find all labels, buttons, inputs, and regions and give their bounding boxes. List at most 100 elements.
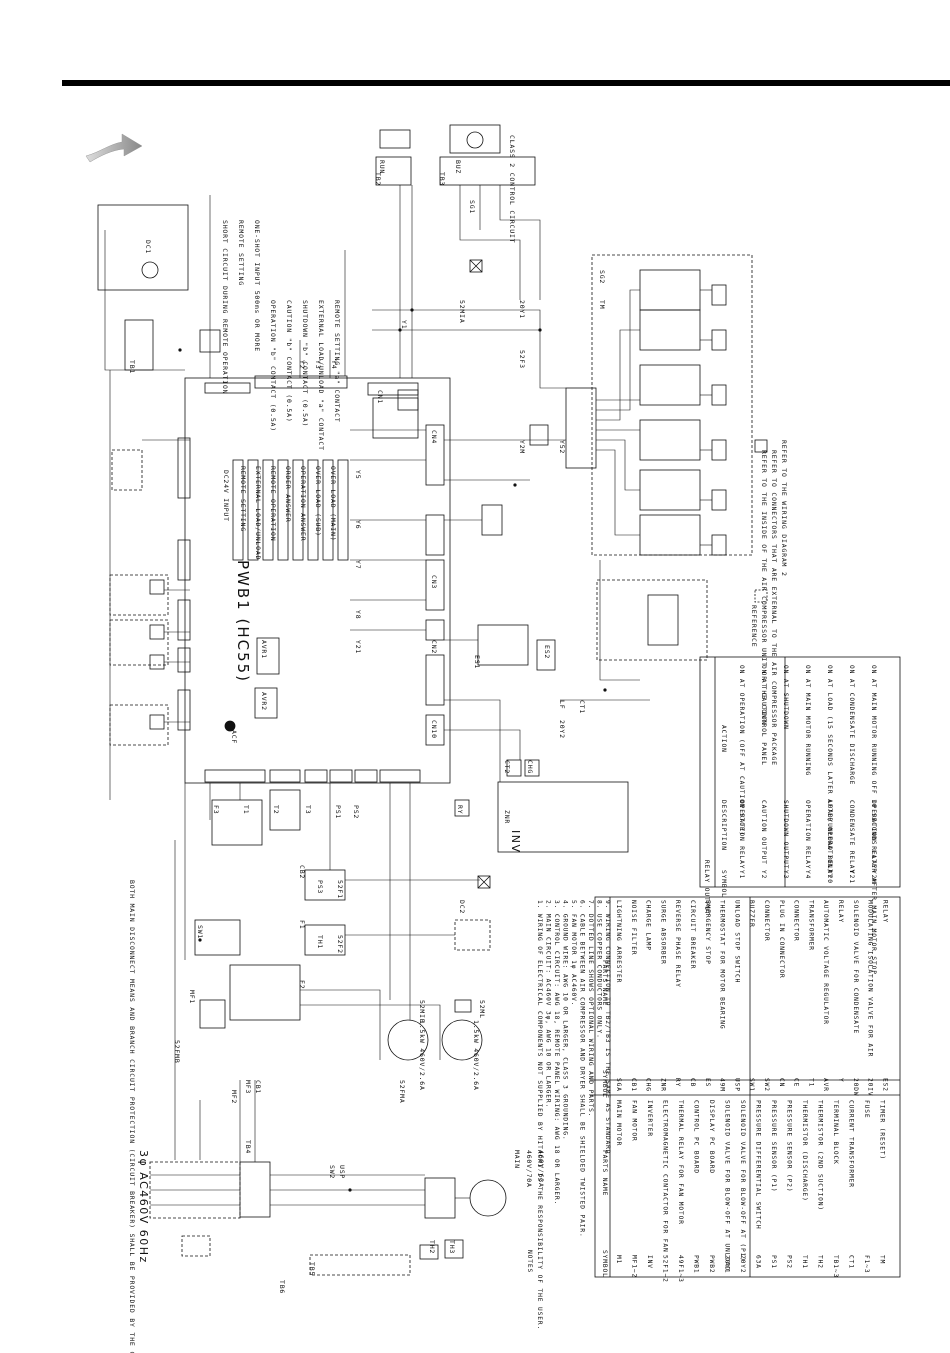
part-symbol: 20Y2 bbox=[739, 1255, 746, 1274]
component-label: Y2 bbox=[298, 360, 306, 369]
remote-note: REMOTE SETTING "a" CONTACT bbox=[333, 300, 341, 423]
part-symbol: 49M bbox=[719, 1078, 726, 1092]
part-symbol: T1 bbox=[807, 1078, 814, 1087]
board-name: PWB1 (HC55) bbox=[234, 560, 252, 683]
component-label: MF1 bbox=[188, 990, 196, 1004]
part-symbol: PWB1 bbox=[693, 1255, 700, 1274]
component-label: MF2 bbox=[230, 1090, 238, 1104]
component-label: CHG bbox=[526, 760, 534, 774]
board-input-label: DC24V INPUT bbox=[222, 470, 230, 522]
relay-table-header: ACTION bbox=[720, 725, 727, 753]
component-label: TH1 bbox=[316, 935, 324, 949]
part-name: MODULATING ISOLATION VALVE FOR AIR bbox=[867, 900, 874, 1057]
part-symbol: AVR bbox=[822, 1078, 829, 1092]
note-item: 1. WIRING OF ELECTRICAL COMPONENTS NOT S… bbox=[536, 900, 543, 1330]
component-label: PS3 bbox=[316, 880, 324, 894]
breaker-note: BOTH MAIN DISCONNECT MEANS AND BRANCH CI… bbox=[128, 880, 136, 1353]
part-symbol: CB bbox=[689, 1078, 696, 1087]
component-label: Y2M bbox=[518, 440, 526, 454]
part-symbol: M1 bbox=[615, 1255, 622, 1264]
component-label: Y3 bbox=[314, 360, 322, 369]
component-label: TB4 bbox=[244, 1140, 252, 1154]
relay-action: ON AT OPERATION (OFF AT CAUTION STOP) bbox=[738, 665, 745, 836]
component-label: T1 bbox=[242, 805, 250, 814]
component-label: T2 bbox=[272, 805, 280, 814]
component-label: 20Y1 bbox=[518, 300, 526, 319]
part-symbol: TH2 bbox=[817, 1255, 824, 1269]
component-label: TB5 bbox=[308, 1262, 316, 1276]
note-item: 2. MAIN CIRCUIT: AC460V 3φ, AWG 10 OR LA… bbox=[545, 900, 552, 1108]
relay-output-table bbox=[699, 656, 901, 888]
board-input-label: EXTERNAL LOAD/UNLOAD bbox=[254, 466, 262, 560]
part-name: REVERSE PHASE RELAY bbox=[674, 900, 681, 988]
part-symbol: ES2 bbox=[881, 1078, 888, 1092]
component-label: SG2 bbox=[598, 270, 606, 284]
component-label: Y21 bbox=[354, 640, 362, 654]
note-item: 5. FAN MOTOR 1φ AC460V. bbox=[570, 900, 577, 1006]
part-name: SOLENOID VALVE FOR BLOW-OFF AT (P1) bbox=[739, 1100, 746, 1262]
component-label: RUN bbox=[378, 160, 386, 174]
part-name: BUZZER bbox=[748, 900, 755, 928]
header-rule bbox=[62, 80, 950, 86]
component-label: CB1 bbox=[254, 1080, 262, 1094]
part-name: THERMOSTAT FOR MOTOR BEARING bbox=[719, 900, 726, 1030]
relay-output-title: RELAY OUTPUT bbox=[703, 860, 710, 916]
component-label: CN1 bbox=[376, 390, 384, 404]
component-label: TB1 bbox=[128, 360, 136, 374]
component-label: CN10 bbox=[430, 720, 438, 739]
relay-symbol: Y20 bbox=[826, 870, 833, 884]
part-symbol: Y bbox=[837, 1078, 844, 1083]
component-label: CN3 bbox=[430, 575, 438, 589]
supply-spec: 3φ AC460V 60Hz bbox=[137, 1150, 150, 1264]
part-name: CHARGE LAMP bbox=[645, 900, 652, 951]
relay-action: ON AT SHUTDOWN bbox=[782, 665, 789, 730]
tb-right-block bbox=[565, 387, 597, 469]
relay-symbol: Y3 bbox=[782, 870, 789, 879]
part-name: FUSE bbox=[863, 1100, 870, 1119]
component-label: USP bbox=[338, 1165, 346, 1179]
component-label: TM bbox=[598, 300, 606, 309]
parts-header: SYMBOL bbox=[601, 1070, 608, 1098]
board-input-label: OVER LOAD (SUB) bbox=[314, 466, 322, 537]
part-symbol: SW1 bbox=[748, 1078, 755, 1092]
component-label: ES1 bbox=[473, 655, 481, 669]
part-name: CURRENT TRANSFORMER bbox=[848, 1100, 855, 1188]
component-label: DC1 bbox=[144, 240, 152, 254]
parts-header: SYMBOL bbox=[601, 1250, 608, 1278]
relay-description: SHUTDOWN OUTPUT bbox=[782, 800, 789, 869]
component-label: ES2 bbox=[543, 645, 551, 659]
remote-note: SHUTDOWN "b" CONTACT (0.5A) bbox=[301, 300, 309, 427]
part-symbol: CN bbox=[778, 1078, 785, 1087]
relay-symbol: Y2 bbox=[760, 870, 767, 879]
remote-note: REMOTE SETTING bbox=[237, 220, 245, 286]
part-symbol: SGA bbox=[615, 1078, 622, 1092]
component-label: RY bbox=[456, 805, 464, 814]
reference-text: REFER TO CONNECTORS THAT ARE EXTERNAL TO… bbox=[770, 450, 778, 766]
component-label: 52ML bbox=[478, 1000, 486, 1019]
part-name: FAN MOTOR bbox=[631, 1100, 638, 1142]
note-item: 6. CABLE BETWEEN AIR COMPRESSOR AND DRYE… bbox=[579, 900, 586, 1238]
component-label: Y7 bbox=[354, 560, 362, 569]
part-name: RELAY bbox=[881, 900, 888, 923]
part-symbol: 52F1~2 bbox=[662, 1255, 669, 1283]
component-label: TH2 bbox=[428, 1240, 436, 1254]
part-name: DISPLAY PC BOARD bbox=[708, 1100, 715, 1174]
note-item: 9. WIRING CONNECTION TO TB2/TB3 IS THE S… bbox=[604, 900, 611, 1159]
remote-note: CAUTION "b" CONTACT (0.5A) bbox=[285, 300, 293, 423]
part-symbol: 49F1~3 bbox=[677, 1255, 684, 1283]
remote-note: ONE-SHOT INPUT 500ms OR MORE bbox=[253, 220, 261, 352]
component-label: CN2 bbox=[430, 640, 438, 654]
part-name: TIMER (RESET) bbox=[879, 1100, 886, 1160]
part-name: CONNECTOR bbox=[793, 900, 800, 942]
board-input-label: OPERATION ANSWER bbox=[299, 466, 307, 541]
relay-table-header: DESCRIPTION bbox=[720, 800, 727, 851]
relay-action: ON AT MAIN MOTOR RUNNING OFF 10 SECONDS … bbox=[870, 665, 877, 975]
relay-description: CAUTION OUTPUT bbox=[760, 800, 767, 865]
component-label: F2 bbox=[298, 980, 306, 989]
part-name: THERMAL RELAY FOR FAN MOTOR bbox=[677, 1100, 684, 1225]
note-item: 7. DOTTED LINE SHOWS OPTIONAL WIRING AND… bbox=[587, 900, 594, 1117]
part-symbol: 20IV bbox=[867, 1078, 874, 1097]
